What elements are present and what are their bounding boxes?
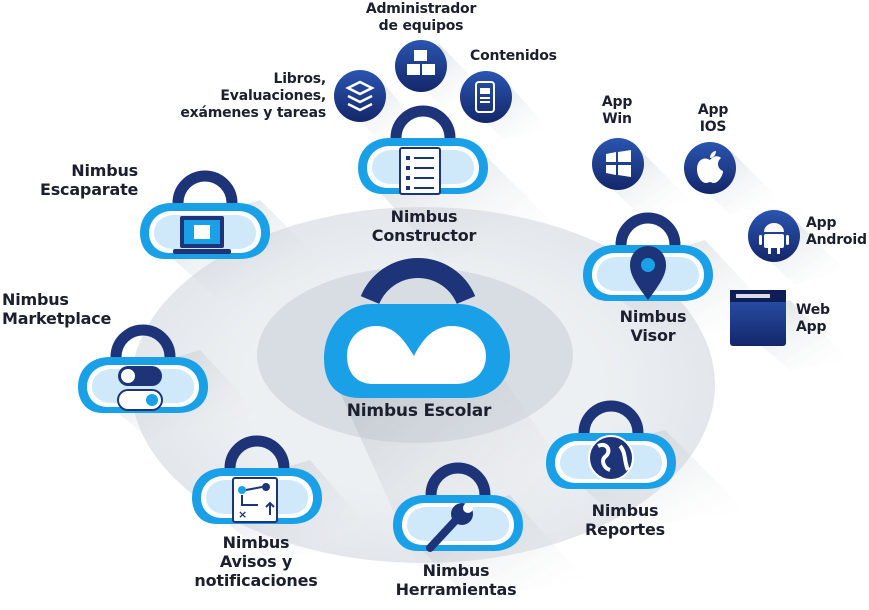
map-pin-icon [630,246,666,300]
satellite-app-win [592,138,644,190]
satellite-libros [334,70,386,122]
satellite-app-android [748,210,800,262]
module-label-visor: Nimbus Visor [619,307,687,345]
wrench-icon [426,503,473,552]
laptop-icon [173,216,231,254]
module-label-herramientas: Nimbus Herramientas [395,561,517,599]
central-cloud [324,258,510,398]
satellite-administrador [395,40,447,92]
satellite-label-administrador: Administrador de equipos [365,1,477,34]
module-label-reportes: Nimbus Reportes [585,501,665,539]
center-label: Nimbus Escolar [346,401,492,421]
globe-icon [588,435,634,481]
checklist-document-icon [399,147,441,195]
satellite-label-web-app: Web App [796,302,830,335]
satellite-label-app-android: App Android [806,215,867,248]
module-label-marketplace: Nimbus Marketplace [2,290,112,328]
satellite-label-libros: Libros, Evaluaciones, exámenes y tareas [180,71,326,121]
module-label-escaparate: Nimbus Escaparate [40,161,139,199]
svg-text:×: × [238,508,247,521]
satellite-label-app-ios: App IOS [697,102,729,135]
satellite-label-contenidos: Contenidos [470,48,557,64]
module-label-constructor: Nimbus Constructor [371,207,477,245]
satellite-contenidos [460,71,512,123]
module-label-avisos: Nimbus Avisos y notificaciones [194,533,318,590]
satellite-app-ios [684,142,736,194]
satellite-label-app-win: App Win [601,94,633,127]
satellite-web-app [730,290,786,346]
toggle-switch-icon [117,366,163,411]
flowchart-board-icon: × [232,477,278,523]
